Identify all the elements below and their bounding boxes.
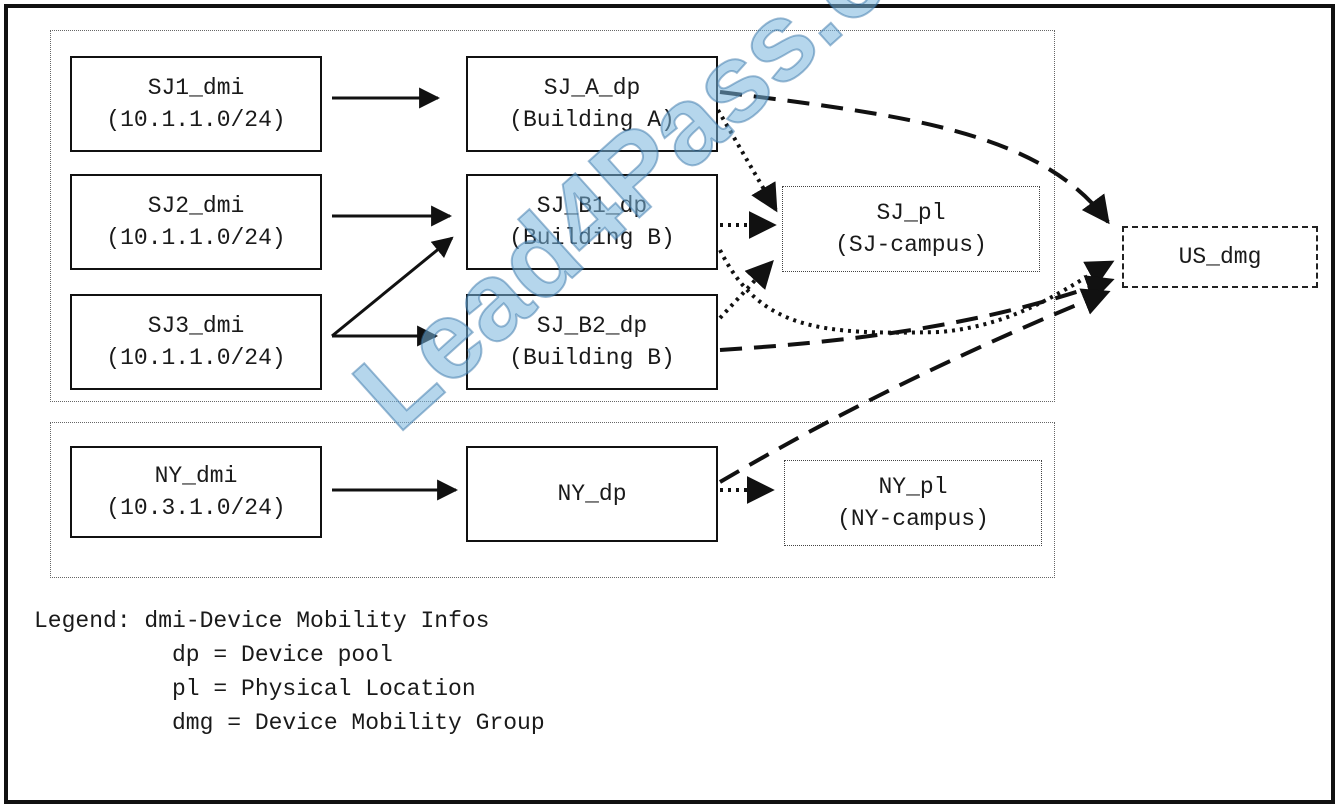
legend-line-pl: pl = Physical Location xyxy=(172,676,476,702)
node-ny-dmi-title: NY_dmi xyxy=(154,463,238,489)
legend-line-dp: dp = Device pool xyxy=(172,642,393,668)
node-sj1-dmi-subnet: (10.1.1.0/24) xyxy=(106,107,286,133)
node-sj-a-dp: SJ_A_dp (Building A) xyxy=(466,56,718,152)
node-sj-pl-campus: (SJ-campus) xyxy=(835,232,987,258)
node-sj-a-dp-title: SJ_A_dp xyxy=(543,75,641,101)
node-sj-b2-dp-building: (Building B) xyxy=(509,345,675,371)
legend-line-dmi: Legend: dmi-Device Mobility Infos xyxy=(34,608,490,634)
node-sj-pl-title: SJ_pl xyxy=(876,200,946,226)
node-sj3-dmi-title: SJ3_dmi xyxy=(147,313,245,339)
node-ny-dmi: NY_dmi (10.3.1.0/24) xyxy=(70,446,322,538)
node-ny-dmi-subnet: (10.3.1.0/24) xyxy=(106,495,286,521)
node-sj-b1-dp-building: (Building B) xyxy=(509,225,675,251)
node-ny-dp: NY_dp xyxy=(466,446,718,542)
node-us-dmg: US_dmg xyxy=(1122,226,1318,288)
node-sj-b2-dp-title: SJ_B2_dp xyxy=(536,313,648,339)
node-sj-b1-dp: SJ_B1_dp (Building B) xyxy=(466,174,718,270)
node-ny-dp-title: NY_dp xyxy=(557,481,627,507)
ny-group xyxy=(50,422,1055,578)
node-sj-a-dp-building: (Building A) xyxy=(509,107,675,133)
node-sj3-dmi-subnet: (10.1.1.0/24) xyxy=(106,345,286,371)
node-ny-pl-campus: (NY-campus) xyxy=(837,506,989,532)
node-sj1-dmi: SJ1_dmi (10.1.1.0/24) xyxy=(70,56,322,152)
legend: Legend: dmi-Device Mobility Infos dp = D… xyxy=(34,604,545,740)
node-sj3-dmi: SJ3_dmi (10.1.1.0/24) xyxy=(70,294,322,390)
legend-line-dmg: dmg = Device Mobility Group xyxy=(172,710,545,736)
node-sj-b2-dp: SJ_B2_dp (Building B) xyxy=(466,294,718,390)
node-sj-pl: SJ_pl (SJ-campus) xyxy=(782,186,1040,272)
node-ny-pl: NY_pl (NY-campus) xyxy=(784,460,1042,546)
node-sj1-dmi-title: SJ1_dmi xyxy=(147,75,245,101)
node-ny-pl-title: NY_pl xyxy=(878,474,948,500)
node-us-dmg-title: US_dmg xyxy=(1178,244,1262,270)
node-sj2-dmi-subnet: (10.1.1.0/24) xyxy=(106,225,286,251)
node-sj2-dmi-title: SJ2_dmi xyxy=(147,193,245,219)
node-sj2-dmi: SJ2_dmi (10.1.1.0/24) xyxy=(70,174,322,270)
node-sj-b1-dp-title: SJ_B1_dp xyxy=(536,193,648,219)
